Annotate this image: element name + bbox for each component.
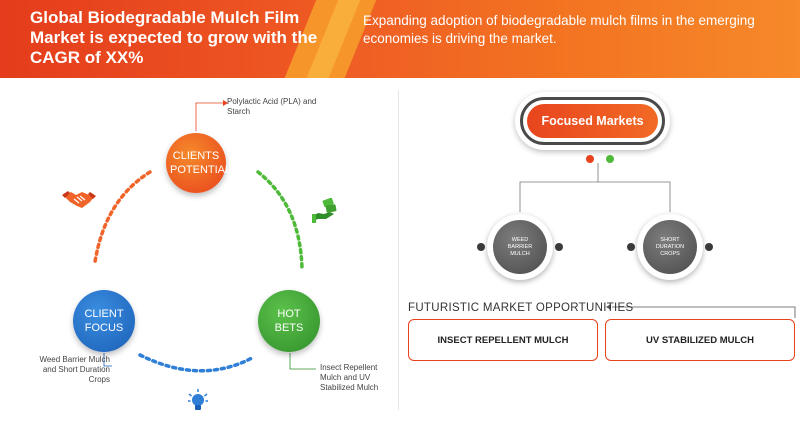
weed-barrier-circle: WEED BARRIER MULCH bbox=[493, 220, 547, 274]
opportunity-insect-repellent: INSECT REPELLENT MULCH bbox=[408, 319, 598, 361]
hot-bets-label: HOT BETS bbox=[274, 308, 304, 334]
short-duration-circle: SHORT DURATION CROPS bbox=[643, 220, 697, 274]
weed-annotation: Weed Barrier Mulch and Short Duration Cr… bbox=[39, 355, 110, 384]
money-hand-icon bbox=[312, 198, 337, 223]
lightbulb-icon bbox=[188, 389, 208, 410]
client-focus-circle: CLIENT FOCUS bbox=[73, 290, 135, 352]
opportunities-title: FUTURISTIC MARKET OPPORTUNITIES bbox=[408, 302, 634, 314]
green-dot bbox=[606, 155, 614, 163]
arc-green bbox=[256, 170, 304, 270]
opp-arrow bbox=[606, 304, 611, 310]
focused-markets-title: Focused Markets bbox=[527, 104, 658, 138]
hot-bets-circle: HOT BETS bbox=[258, 290, 320, 352]
handshake-icon bbox=[62, 191, 96, 208]
section-divider bbox=[398, 90, 399, 410]
opp-bracket bbox=[612, 306, 796, 318]
fm-branch bbox=[519, 181, 671, 212]
header-title-panel bbox=[0, 0, 335, 78]
pla-leader bbox=[195, 102, 223, 131]
insect-annotation: Insect Repellent Mulch and UV Stabilized… bbox=[320, 363, 379, 392]
opportunity-insect-label: INSECT REPELLENT MULCH bbox=[437, 334, 569, 346]
page-subtitle: Expanding adoption of biodegradable mulc… bbox=[363, 13, 755, 46]
g2-left-node bbox=[627, 243, 635, 251]
arc-orange bbox=[93, 170, 152, 264]
opportunity-uv-stabilized: UV STABILIZED MULCH bbox=[605, 319, 795, 361]
weed-barrier-label: WEED BARRIER MULCH bbox=[507, 236, 533, 257]
page-title: Global Biodegradable Mulch Film Market i… bbox=[30, 8, 318, 67]
clients-potential-circle: CLIENTS POTENTIAL bbox=[166, 133, 232, 193]
insect-leader bbox=[289, 353, 316, 370]
pla-annotation: Polylactic Acid (PLA) and Starch bbox=[227, 97, 317, 116]
focused-markets-ring bbox=[520, 97, 665, 145]
weed-leader bbox=[103, 353, 112, 367]
arc-blue bbox=[138, 353, 254, 373]
header-banner: Global Biodegradable Mulch Film Market i… bbox=[0, 0, 800, 78]
g1-left-node bbox=[477, 243, 485, 251]
g1-right-node bbox=[555, 243, 563, 251]
client-focus-label: CLIENT FOCUS bbox=[84, 308, 124, 334]
pla-arrow bbox=[223, 100, 228, 106]
clients-potential-label: CLIENTS POTENTIAL bbox=[170, 150, 232, 176]
short-duration-label: SHORT DURATION CROPS bbox=[655, 236, 685, 257]
red-dot bbox=[586, 155, 594, 163]
opportunity-uv-label: UV STABILIZED MULCH bbox=[645, 334, 754, 346]
g2-right-node bbox=[705, 243, 713, 251]
